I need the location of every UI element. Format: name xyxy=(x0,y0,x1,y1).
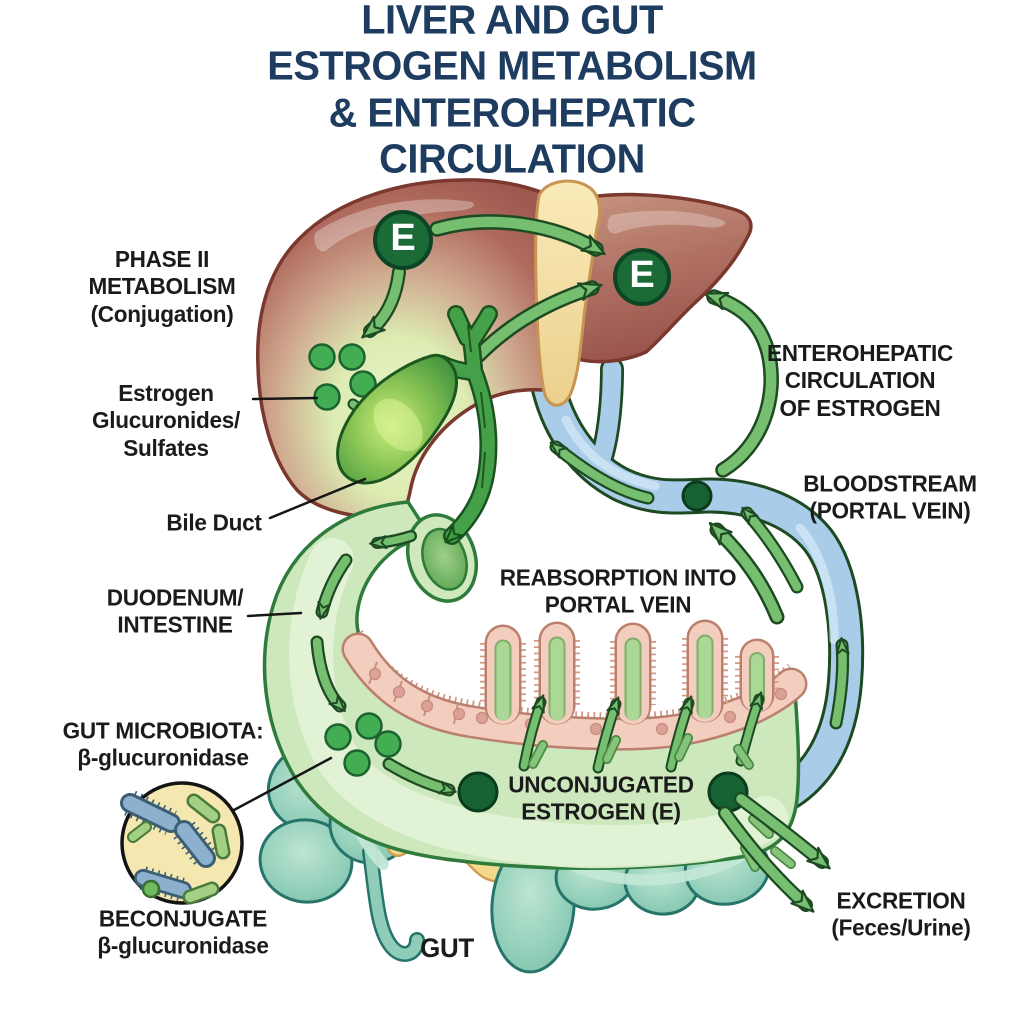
label-beconjugate: BECONJUGATE β-glucuronidase xyxy=(97,905,269,959)
pointer-bile-duct xyxy=(268,477,367,520)
duodenum-intestine xyxy=(262,500,808,872)
label-gut-microbiota: GUT MICROBIOTA: β-glucuronidase xyxy=(62,717,264,771)
estrogen-letter-left: E xyxy=(390,216,416,259)
label-reabsorption: REABSORPTION INTO PORTAL VEIN xyxy=(499,564,737,618)
enterohepatic-circulation-arrow xyxy=(703,289,779,478)
figure-title: LIVER AND GUT ESTROGEN METABOLISM & ENTE… xyxy=(267,0,757,182)
label-enterohepatic-circulation: ENTEROHEPATIC CIRCULATION OF ESTROGEN xyxy=(767,339,953,421)
gut-wall xyxy=(262,500,801,871)
conjugated-estrogen-dots-gut xyxy=(324,712,402,777)
gallbladder-bile-duct xyxy=(336,305,498,545)
reabsorption-arrow xyxy=(708,521,785,625)
label-bloodstream-portal-vein: BLOODSTREAM (PORTAL VEIN) xyxy=(803,470,977,524)
estrogen-letter-right: E xyxy=(629,253,655,296)
estrogen-in-vein-dot xyxy=(681,480,713,512)
unconjugated-estrogen-dot-left xyxy=(457,771,499,813)
intestinal-epithelium xyxy=(341,619,808,751)
bacteria xyxy=(120,790,231,905)
conjugated-estrogen-dots-liver xyxy=(308,343,377,411)
arrow-estrogen-return xyxy=(473,282,603,361)
estrogen-marker-right xyxy=(613,248,671,306)
villi xyxy=(480,619,779,725)
pointer-estrogen-glucuronides xyxy=(251,396,319,401)
gut-content-dashes xyxy=(528,733,796,872)
label-excretion: EXCRETION (Feces/Urine) xyxy=(831,887,971,941)
pointer-duodenum xyxy=(246,611,303,618)
label-unconjugated-estrogen: UNCONJUGATED ESTROGEN (E) xyxy=(508,771,694,825)
label-bile-duct: Bile Duct xyxy=(166,509,262,536)
label-phase-ii-metabolism: PHASE II METABOLISM (Conjugation) xyxy=(88,245,236,327)
arrow-estrogen-across-liver xyxy=(431,216,606,256)
label-gut: GUT xyxy=(420,933,474,964)
liver-left-lobe xyxy=(256,178,548,521)
pointer-microbiota xyxy=(232,756,333,812)
gut-microbiota-inset xyxy=(120,781,244,905)
pointer-lines xyxy=(232,396,367,812)
gut-flow-arrows xyxy=(310,530,765,797)
estrogen-marker-left xyxy=(373,210,433,270)
arrow-deconjugation xyxy=(384,759,457,795)
label-duodenum-intestine: DUODENUM/ INTESTINE xyxy=(106,584,244,638)
arrow-conjugation xyxy=(361,267,404,339)
vein-flow-arrows xyxy=(549,440,850,730)
excretion-arrows xyxy=(718,792,831,913)
label-estrogen-glucuronides: Estrogen Glucuronides/ Sulfates xyxy=(92,379,240,461)
portal-vein xyxy=(531,357,865,825)
